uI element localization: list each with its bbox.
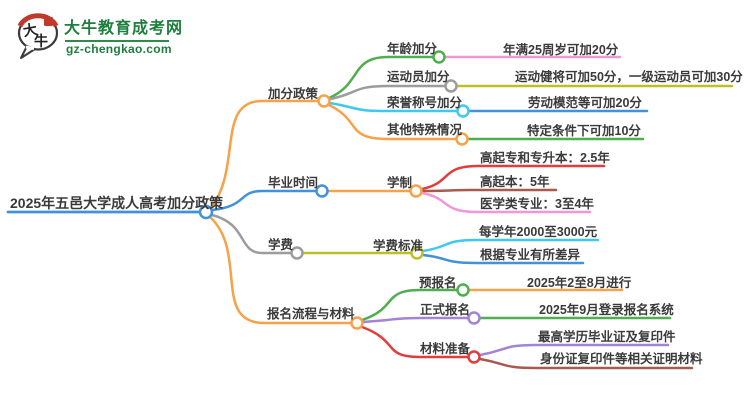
leaf-materials-detail-2[interactable]: 身份证复印件等相关证明材料 [540, 352, 703, 366]
edge-age-bonus [327, 55, 435, 100]
node-circle-registration[interactable] [350, 316, 364, 330]
edge-athlete-bonus [328, 84, 447, 101]
site-name: 大牛教育成考网 [64, 20, 184, 37]
root-node[interactable]: 2025年五邑大学成人高考加分政策 [10, 195, 224, 211]
edge-bonus-policy [209, 99, 320, 210]
node-circle-tuition-standard[interactable] [410, 246, 424, 260]
leaf-athlete-bonus-detail[interactable]: 运动健将可加50分，一级运动员可加30分 [515, 70, 743, 84]
edge-materials-detail-2 [478, 357, 694, 370]
logo-char-bottom: 牛 [34, 33, 48, 49]
leaf-formal-registration-detail[interactable]: 2025年9月登录报名系统 [539, 303, 674, 317]
edge-materials [360, 325, 470, 359]
node-circle-other-special[interactable] [455, 132, 469, 146]
node-athlete-bonus[interactable]: 运动员加分 [387, 70, 450, 84]
node-honor-bonus[interactable]: 荣誉称号加分 [387, 96, 463, 110]
node-circle-graduation-time[interactable] [315, 184, 329, 198]
node-circle-tuition[interactable] [290, 246, 304, 260]
node-other-special[interactable]: 其他特殊情况 [387, 123, 463, 137]
edge-schooling-detail-1 [420, 164, 606, 191]
node-materials[interactable]: 材料准备 [420, 342, 471, 356]
edge-tuition-detail-2 [421, 253, 585, 265]
site-logo[interactable]: 大 牛 大牛教育成考网 gz-chengkao.com [14, 12, 234, 70]
node-circle-materials[interactable] [467, 350, 481, 364]
leaf-schooling-detail-2[interactable]: 高起本：5年 [480, 175, 550, 189]
red-seal [44, 17, 53, 26]
edge-graduation-time [210, 189, 318, 212]
branch-bonus-policy[interactable]: 加分政策 [268, 87, 319, 101]
edge-other-special [327, 103, 458, 141]
node-age-bonus[interactable]: 年龄加分 [387, 42, 438, 56]
leaf-pre-registration-detail[interactable]: 2025年2至8月进行 [527, 276, 632, 290]
branch-tuition[interactable]: 学费 [268, 238, 294, 252]
node-circle-age-bonus[interactable] [432, 50, 446, 64]
node-circle-schooling[interactable] [409, 184, 423, 198]
edge-schooling-detail-3 [420, 191, 592, 214]
edge-materials-detail-1 [478, 343, 670, 357]
node-circle-bonus-policy[interactable] [317, 94, 331, 108]
leaf-schooling-detail-3[interactable]: 医学类专业：3至4年 [480, 197, 594, 211]
node-circle-formal-registration[interactable] [467, 311, 481, 325]
leaf-materials-detail-1[interactable]: 最高学历毕业证及复印件 [538, 330, 676, 344]
node-tuition-standard[interactable]: 学费标准 [373, 239, 424, 253]
edge-pre-registration [360, 288, 459, 322]
logo-bubble-icon: 大 牛 [17, 13, 59, 59]
node-formal-registration[interactable]: 正式报名 [420, 303, 471, 317]
branch-registration[interactable]: 报名流程与材料 [267, 307, 355, 321]
logo-divider [65, 40, 169, 42]
leaf-schooling-detail-1[interactable]: 高起专和专升本：2.5年 [480, 151, 610, 165]
leaf-other-special-detail[interactable]: 特定条件下可加10分 [527, 124, 641, 138]
branch-graduation-time[interactable]: 毕业时间 [268, 176, 319, 190]
leaf-tuition-detail-2[interactable]: 根据专业有所差异 [480, 248, 581, 262]
edge-registration [208, 215, 352, 325]
leaf-honor-bonus-detail[interactable]: 劳动模范等可加20分 [528, 96, 642, 110]
bubble-tail-seam [25, 45, 35, 50]
node-circle-root[interactable] [198, 204, 214, 220]
leaf-age-bonus-detail[interactable]: 年满25周岁可加20分 [503, 43, 619, 57]
node-schooling[interactable]: 学制 [387, 176, 413, 190]
edge-tuition [210, 213, 293, 255]
edge-schooling-detail-2 [420, 188, 558, 193]
node-circle-pre-registration[interactable] [456, 283, 470, 297]
node-pre-registration[interactable]: 预报名 [419, 276, 457, 290]
logo-char-top: 大 [22, 21, 39, 39]
site-url: gz-chengkao.com [66, 42, 172, 56]
edge-formal-registration [361, 316, 470, 324]
node-circle-honor-bonus[interactable] [456, 104, 470, 118]
leaf-tuition-detail-1[interactable]: 每学年2000至3000元 [479, 225, 598, 239]
edge-tuition-detail-1 [421, 238, 600, 253]
red-hat-arc [17, 13, 59, 28]
edge-honor-bonus [328, 101, 459, 113]
node-circle-athlete-bonus[interactable] [444, 79, 458, 93]
